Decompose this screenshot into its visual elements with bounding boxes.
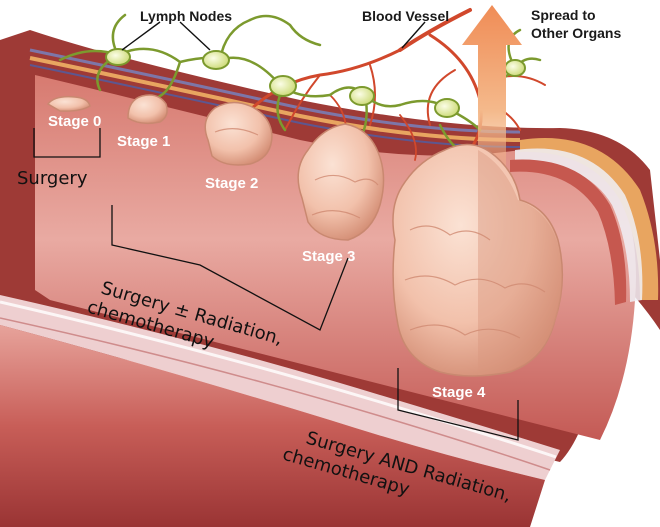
lymph-node [270, 76, 296, 96]
stage-4-label: Stage 4 [432, 384, 486, 401]
blood-vessel-label: Blood Vessel [362, 8, 449, 24]
spread-label-line2: Other Organs [531, 25, 621, 41]
lymph-node [106, 49, 130, 65]
stage-0-label: Stage 0 [48, 113, 101, 130]
spread-label-line1: Spread to [531, 7, 596, 23]
lymph-node [435, 99, 459, 117]
stage-2-label: Stage 2 [205, 175, 258, 192]
lymph-node [350, 87, 374, 105]
stage-1-label: Stage 1 [117, 133, 170, 150]
treatment-surgery: Surgery [17, 168, 88, 189]
stage-3-label: Stage 3 [302, 248, 355, 265]
lymph-node [505, 60, 525, 76]
lymph-nodes-label: Lymph Nodes [140, 8, 232, 24]
lymph-node [203, 51, 229, 69]
callout-lines [122, 22, 425, 50]
